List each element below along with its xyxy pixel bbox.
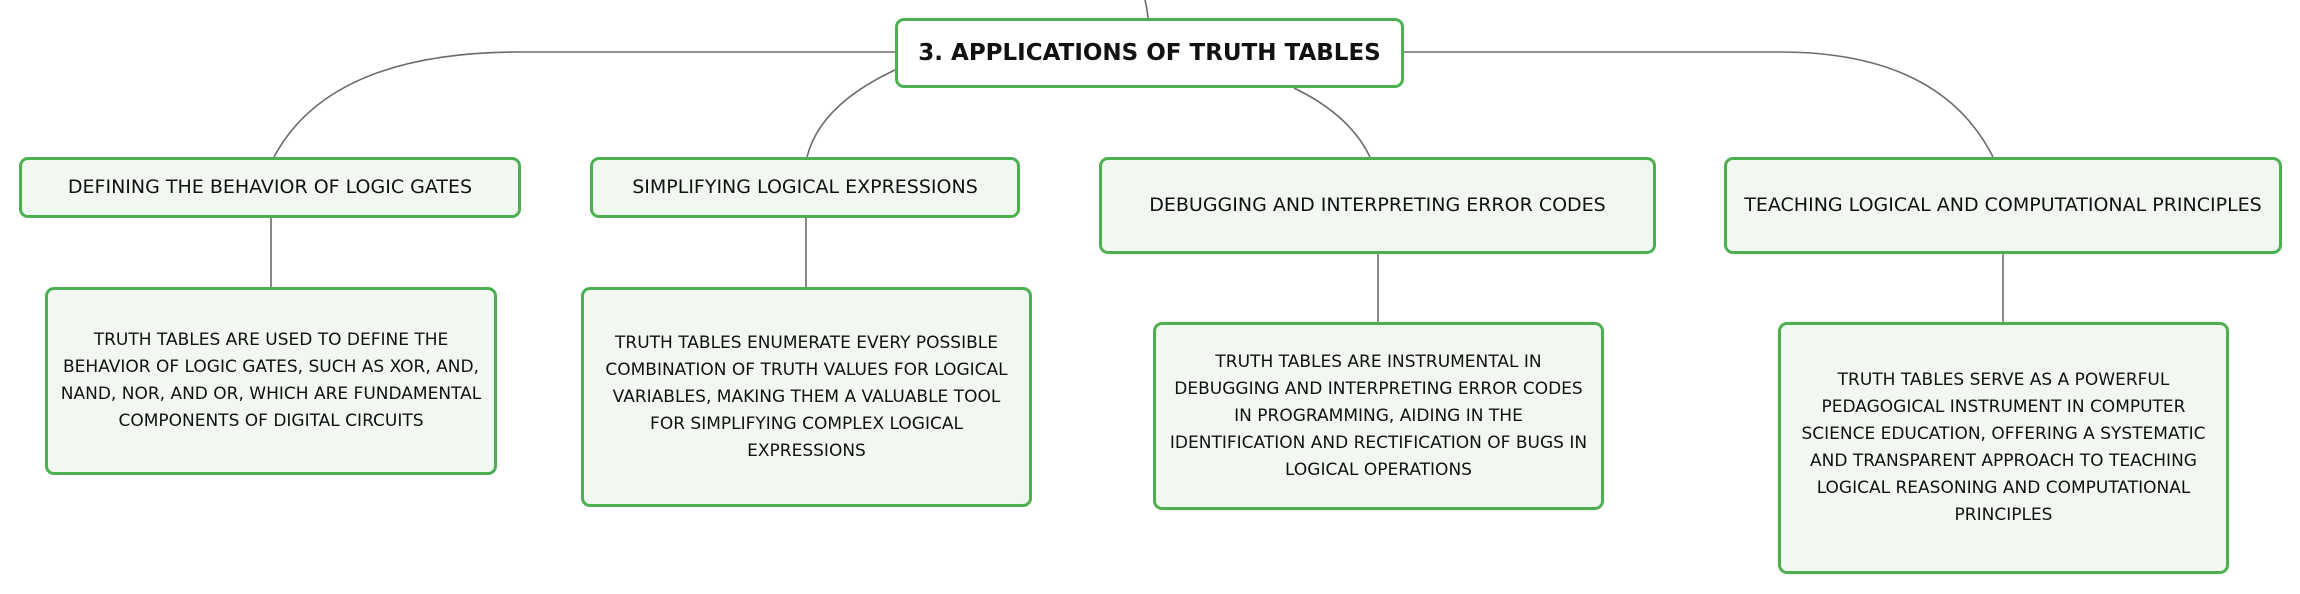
detail-text: TRUTH TABLES ENUMERATE EVERY POSSIBLE CO…: [605, 332, 1008, 461]
topic-label: DEBUGGING AND INTERPRETING ERROR CODES: [1149, 194, 1606, 217]
detail-text: TRUTH TABLES ARE USED TO DEFINE THE BEHA…: [60, 330, 482, 431]
detail-simplifying-expressions[interactable]: TRUTH TABLES ENUMERATE EVERY POSSIBLE CO…: [581, 287, 1032, 507]
topic-label: SIMPLIFYING LOGICAL EXPRESSIONS: [632, 176, 978, 199]
root-topic[interactable]: 3. APPLICATIONS OF TRUTH TABLES: [895, 18, 1404, 88]
connector-root-to-topic-2: [806, 69, 896, 158]
topic-logic-gates[interactable]: DEFINING THE BEHAVIOR OF LOGIC GATES: [19, 157, 521, 218]
topic-teaching-principles[interactable]: TEACHING LOGICAL AND COMPUTATIONAL PRINC…: [1724, 157, 2282, 254]
topic-label: DEFINING THE BEHAVIOR OF LOGIC GATES: [67, 176, 473, 199]
root-topic-label: 3. APPLICATIONS OF TRUTH TABLES: [918, 40, 1381, 66]
detail-logic-gates[interactable]: TRUTH TABLES ARE USED TO DEFINE THE BEHA…: [45, 287, 497, 475]
connector-root-to-topic-4: [1404, 51, 1994, 158]
detail-text: TRUTH TABLES SERVE AS A POWERFUL PEDAGOG…: [1801, 370, 2206, 525]
detail-text: TRUTH TABLES ARE INSTRUMENTAL IN DEBUGGI…: [1169, 351, 1588, 480]
connector-root-to-topic-1: [273, 51, 895, 158]
connector-root-to-topic-3: [1293, 87, 1371, 158]
topic-label: TEACHING LOGICAL AND COMPUTATIONAL PRINC…: [1744, 194, 2262, 217]
parent-connector: [1144, 0, 1149, 19]
detail-teaching-principles[interactable]: TRUTH TABLES SERVE AS A POWERFUL PEDAGOG…: [1778, 322, 2229, 574]
topic-simplifying-expressions[interactable]: SIMPLIFYING LOGICAL EXPRESSIONS: [590, 157, 1020, 218]
topic-debugging-error-codes[interactable]: DEBUGGING AND INTERPRETING ERROR CODES: [1099, 157, 1656, 254]
detail-debugging-error-codes[interactable]: TRUTH TABLES ARE INSTRUMENTAL IN DEBUGGI…: [1153, 322, 1604, 510]
